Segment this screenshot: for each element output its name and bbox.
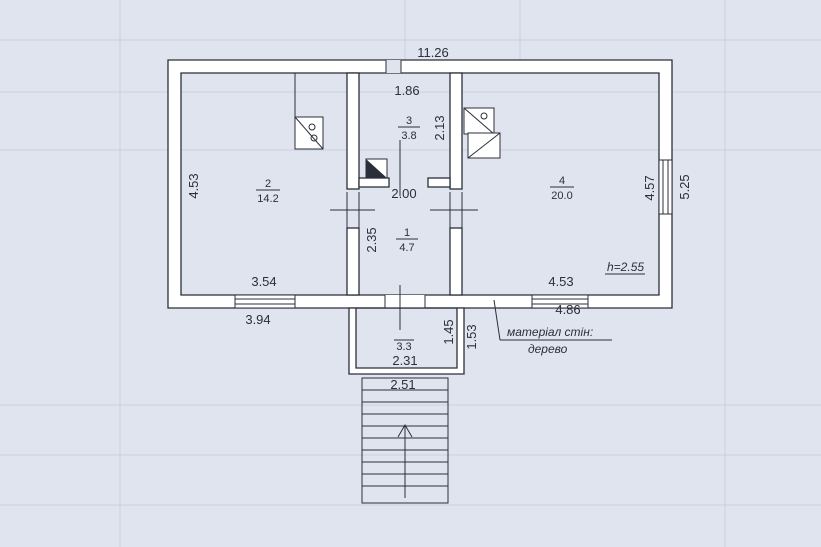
dim-room4-height-outer: 5.25 xyxy=(677,174,692,199)
room-area: 14.2 xyxy=(257,193,278,205)
dim-hall-width: 2.00 xyxy=(391,186,416,201)
room-label-3: 3 3.8 xyxy=(398,115,420,142)
dim-porch-width-outer: 2.51 xyxy=(390,377,415,392)
room-label-4: 4 20.0 xyxy=(550,175,574,202)
porch-label: 3.3 xyxy=(394,339,414,353)
stove-icon xyxy=(463,107,501,159)
room-number: 3 xyxy=(406,115,412,127)
porch xyxy=(348,307,465,375)
dim-hall-height: 2.35 xyxy=(364,227,379,252)
dim-room3-height: 2.13 xyxy=(432,115,447,140)
dim-room4-bottom: 4.53 xyxy=(548,274,573,289)
dim-right-outer-bottom: 4.86 xyxy=(555,302,580,317)
window-room4-bottom xyxy=(531,294,589,309)
room-area: 20.0 xyxy=(551,190,572,202)
axis-marks xyxy=(330,140,478,330)
room-label-2: 2 14.2 xyxy=(256,178,280,205)
room-area: 3.8 xyxy=(401,130,416,142)
room-number: 2 xyxy=(265,178,271,190)
ceiling-height: h=2.55 xyxy=(607,260,644,274)
room-number: 4 xyxy=(559,175,565,187)
dim-room4-height-inner: 4.57 xyxy=(642,175,657,200)
dim-porch-height-inner: 1.45 xyxy=(441,319,456,344)
chimney-icon xyxy=(365,158,388,179)
dim-room3-width: 1.86 xyxy=(394,83,419,98)
dim-porch-height-outer: 1.53 xyxy=(464,324,479,349)
room-number: 1 xyxy=(404,227,410,239)
dim-room2-bottom: 3.54 xyxy=(251,274,276,289)
interior-walls xyxy=(346,60,463,296)
stove-icon xyxy=(294,73,324,150)
porch-area: 3.3 xyxy=(396,341,411,353)
stairs xyxy=(361,377,449,504)
room-area: 4.7 xyxy=(399,242,414,254)
window-room4-right xyxy=(658,159,673,215)
entrance xyxy=(384,295,426,308)
wall-material-value: дерево xyxy=(528,342,568,356)
dim-porch-width-inner: 2.31 xyxy=(392,353,417,368)
window-room2-bottom xyxy=(234,294,296,309)
ceiling-height-note: h=2.55 xyxy=(605,260,645,275)
dimension-labels: 11.26 1.86 2.00 3.54 3.94 4.53 4.86 2.31… xyxy=(186,45,692,392)
dim-left-outer-bottom: 3.94 xyxy=(245,312,270,327)
wall-material-label: матеріал стін: xyxy=(507,325,593,339)
outer-walls xyxy=(167,59,673,309)
wall-material-note: матеріал стін: дерево xyxy=(493,299,612,356)
dim-overall-width: 11.26 xyxy=(417,45,449,60)
room-label-1: 1 4.7 xyxy=(396,227,418,254)
dim-room2-height: 4.53 xyxy=(186,173,201,198)
